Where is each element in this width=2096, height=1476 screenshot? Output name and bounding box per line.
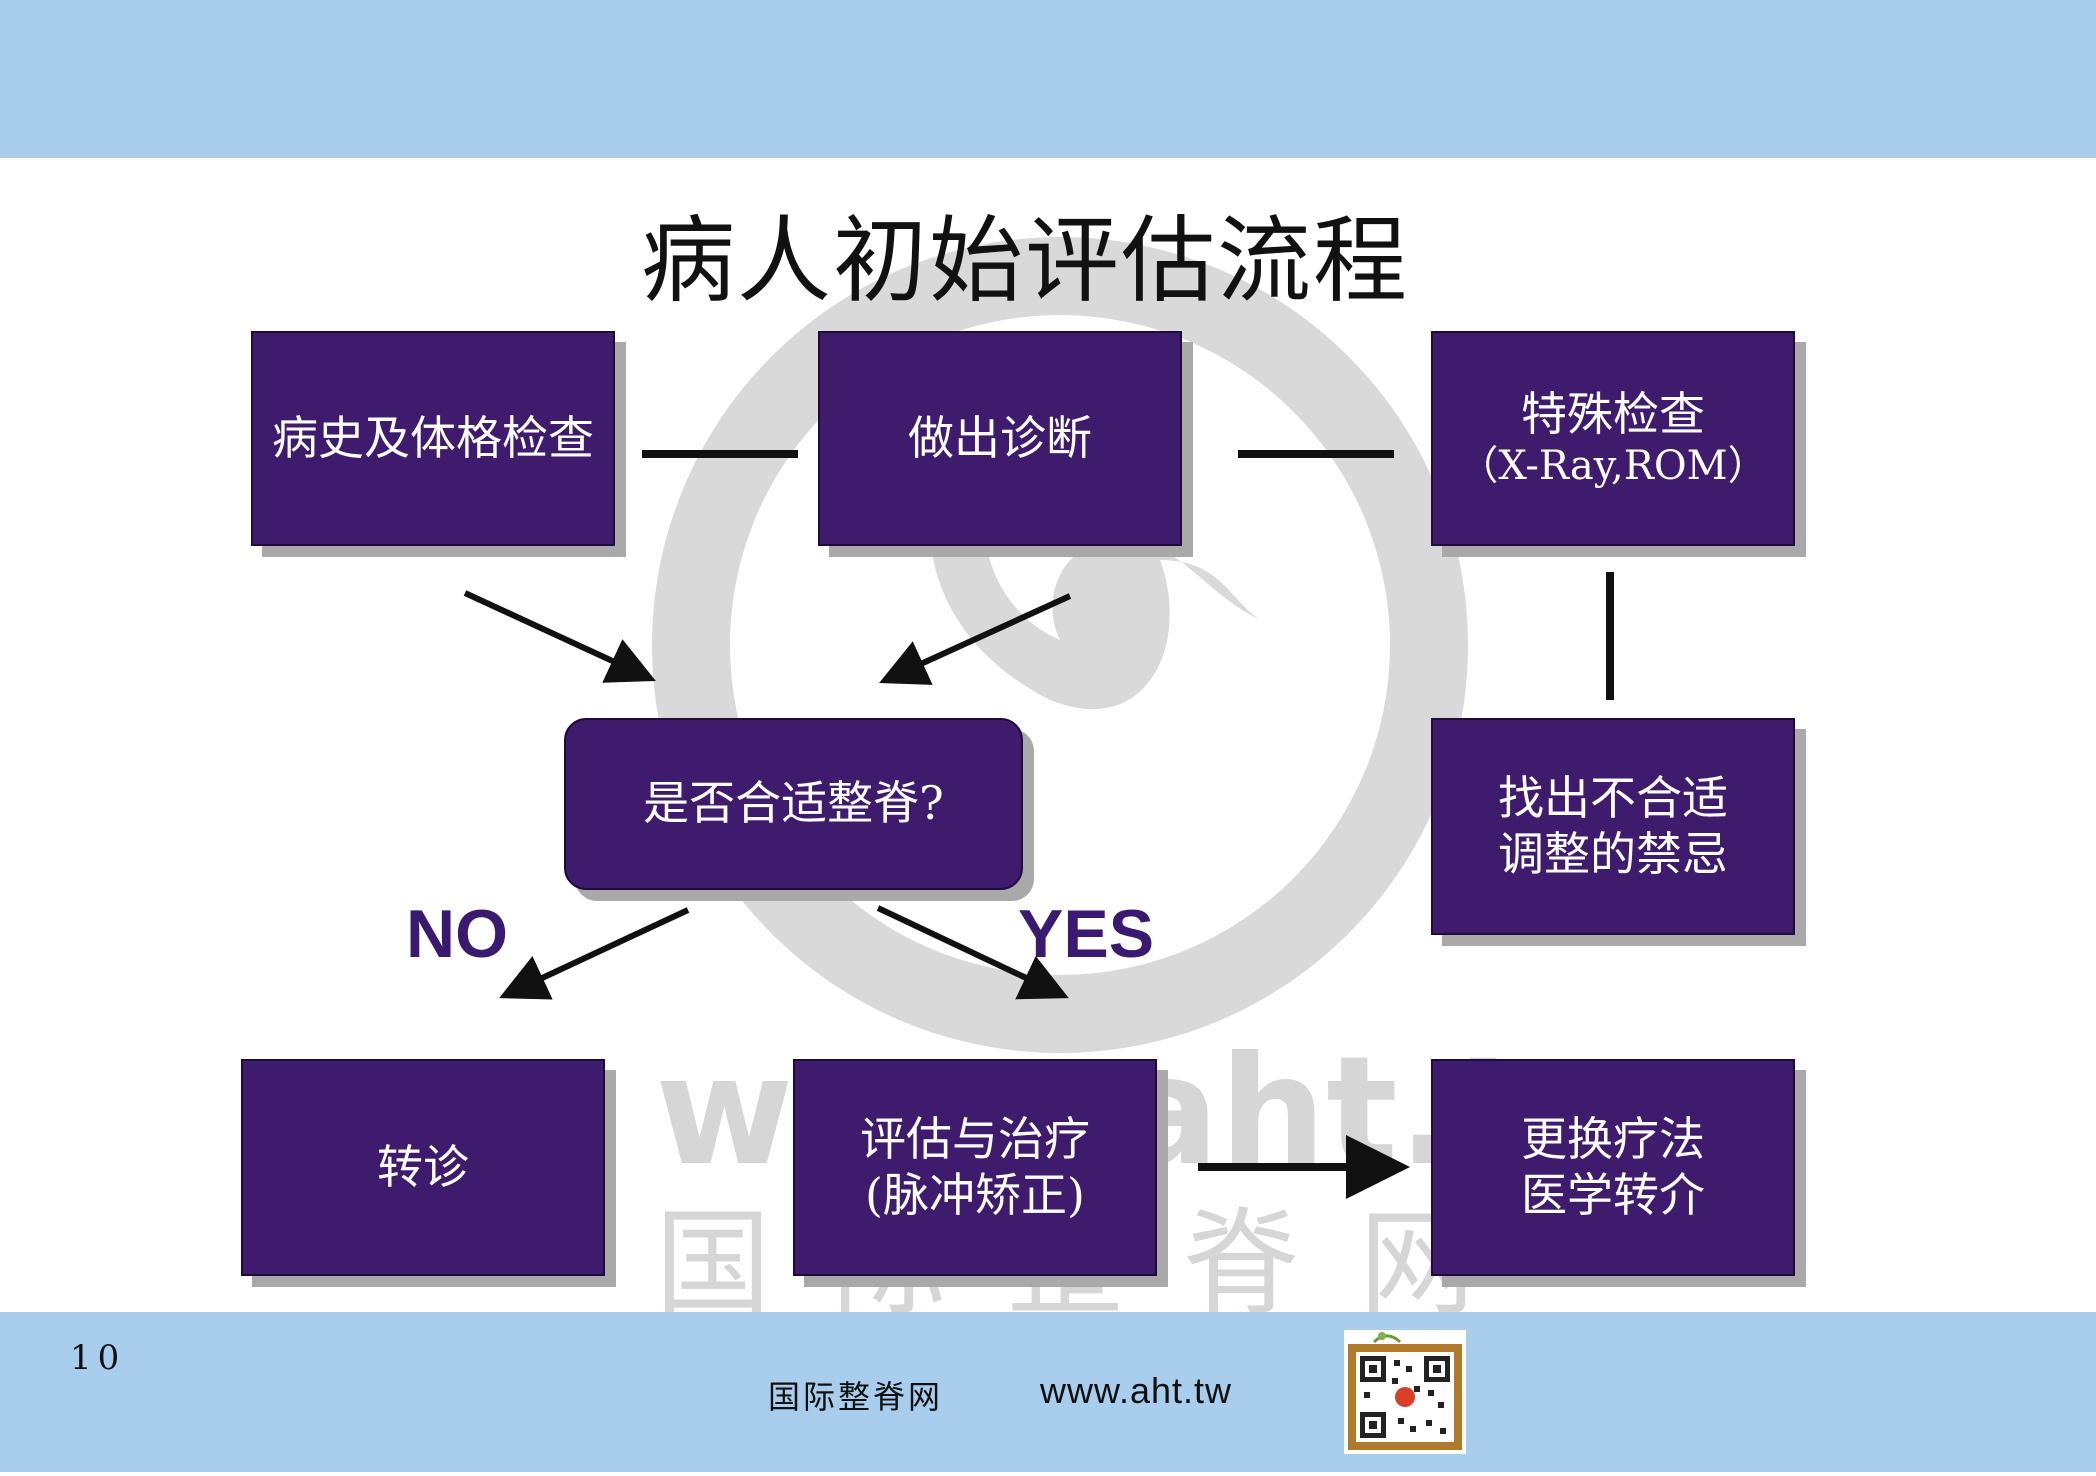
arrow-question-to-treatment [876,905,1069,1000]
label-yes: YES [1018,896,1155,972]
label-no: NO [406,896,508,972]
footer-site-name: 国际整脊网 [768,1378,944,1416]
box-special-exam-line2: （X-Ray,ROM） [1458,443,1768,490]
box-diagnosis-label: 做出诊断 [908,410,1092,465]
box-history-exam: 病史及体格检查 [251,331,615,546]
arrow-diagnosis-to-question [879,593,1072,685]
top-band [0,0,2096,158]
qr-code-icon[interactable] [1344,1330,1466,1454]
box-contraindication: 找出不合适 调整的禁忌 [1431,718,1795,935]
box-contraindication-line2: 调整的禁忌 [1498,826,1728,881]
box-special-exam-line1: 特殊检查 [1521,386,1705,441]
box-evaluate-treat-line1: 评估与治疗 [860,1112,1090,1167]
box-contraindication-line1: 找出不合适 [1498,771,1728,826]
box-referral: 转诊 [241,1059,605,1276]
box-suitable-question: 是否合适整脊? [564,718,1023,890]
arrow-question-to-referral [499,907,690,1000]
box-evaluate-treat-line2: (脉冲矫正) [865,1167,1085,1222]
box-change-therapy: 更换疗法 医学转介 [1431,1059,1795,1276]
box-change-therapy-line2: 医学转介 [1521,1167,1705,1222]
slide-title: 病人初始评估流程 [640,207,1409,316]
page-number: 10 [70,1338,126,1378]
footer-url[interactable]: www.aht.tw [1040,1370,1233,1411]
box-referral-label: 转诊 [377,1139,469,1194]
box-special-exam: 特殊检查 （X-Ray,ROM） [1431,331,1795,546]
box-suitable-question-label: 是否合适整脊? [643,776,944,831]
box-diagnosis: 做出诊断 [818,331,1182,546]
arrow-history-to-question [463,590,656,683]
bottom-band [0,1312,2096,1472]
box-evaluate-treat: 评估与治疗 (脉冲矫正) [793,1059,1157,1276]
box-history-exam-label: 病史及体格检查 [272,410,594,465]
box-change-therapy-line1: 更换疗法 [1521,1112,1705,1167]
